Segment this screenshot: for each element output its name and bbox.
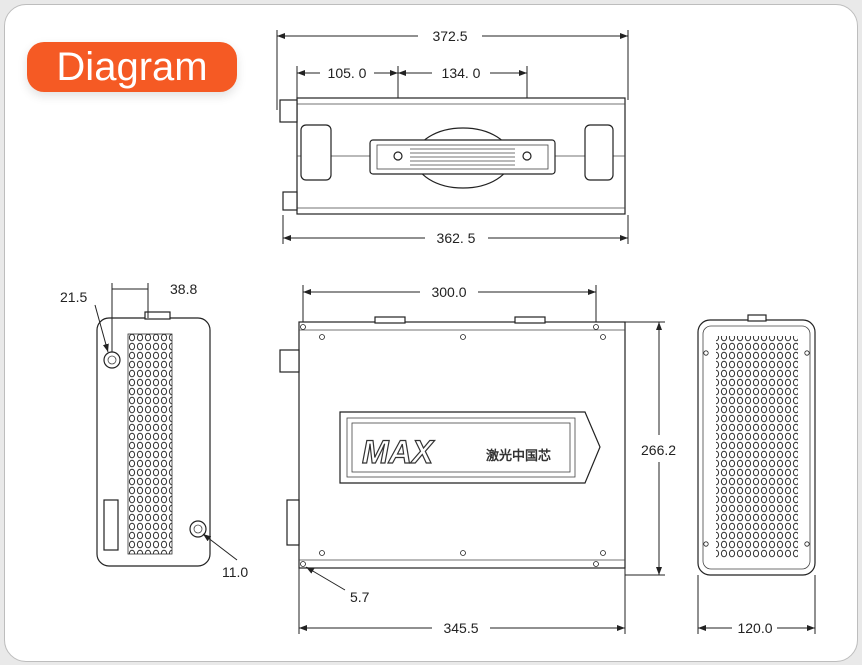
logo-subtitle: 激光中国芯 [486,448,551,463]
top-view: 372.5 105. 0 134. 0 362. 5 [276,28,629,246]
dim-length: 345.5 [443,620,478,636]
dim-body-length: 362. 5 [437,230,476,246]
dim-vent-offset: 38.8 [170,281,197,297]
dim-hole-offset: 5.7 [350,589,370,605]
logo-text: MAX [362,434,435,470]
dim-width: 120.0 [737,620,772,636]
dim-hole-offset: 105. 0 [328,65,367,81]
dim-mount-spacing: 300.0 [431,284,466,300]
dim-overall-length: 372.5 [432,28,467,44]
front-view: 300.0 MAX 激光中国芯 266.2 5.7 [279,284,676,636]
dim-height: 266.2 [641,442,676,458]
max-logo-plate: MAX 激光中国芯 [339,411,601,484]
dim-port-offset: 21.5 [60,289,87,305]
dim-connector-diameter: 11.0 [222,564,248,580]
diagram-badge: Diagram [27,42,237,92]
end-view: 120.0 [697,314,816,636]
side-view: 21.5 38.8 11.0 [60,281,248,580]
dim-hole-spacing: 134. 0 [442,65,481,81]
